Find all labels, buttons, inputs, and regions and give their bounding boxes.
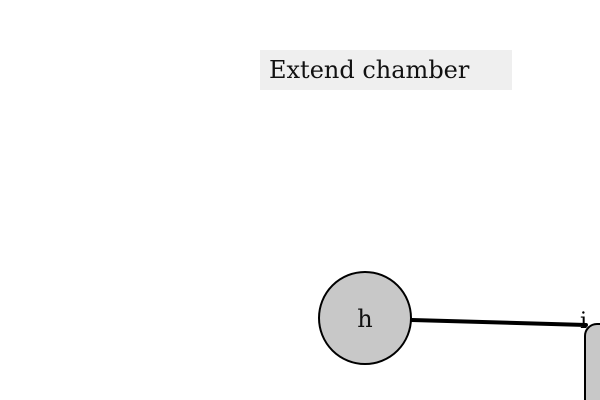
connector-line[interactable] (410, 318, 588, 327)
node-h[interactable] (318, 271, 412, 365)
task-instruction: Extend chamber (260, 50, 512, 90)
node-h-label: h (357, 305, 372, 333)
connector-end-label: i (580, 309, 587, 334)
chamber-shape[interactable] (584, 323, 600, 400)
